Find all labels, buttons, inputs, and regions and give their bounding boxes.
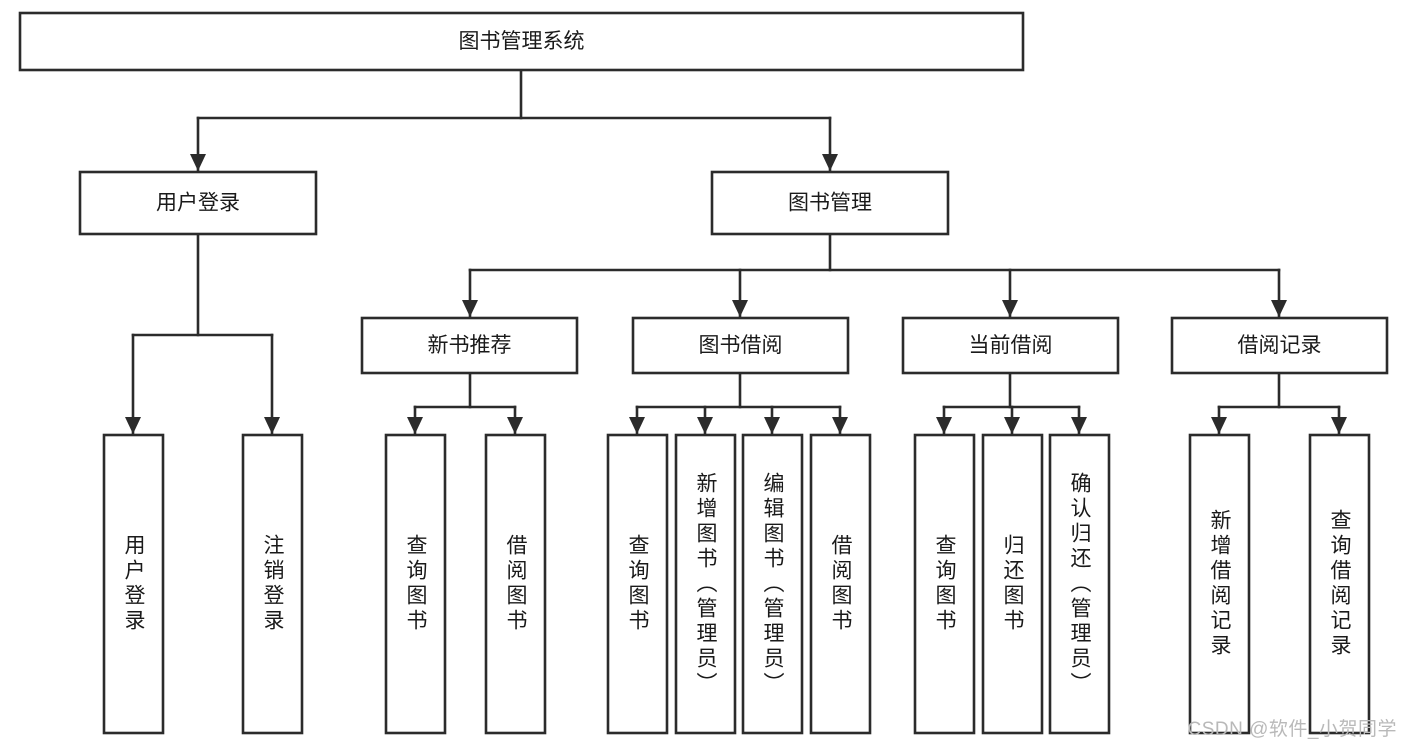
- watermark-text: CSDN @软件_小贺同学: [1187, 719, 1397, 740]
- node-box-leaf-10[interactable]: [1048, 433, 1111, 735]
- arrow-head-icon-leaf-6: [764, 417, 780, 434]
- node-box-leaf-4[interactable]: [606, 433, 669, 735]
- arrow-head-icon-level2-0: [190, 154, 206, 171]
- arrow-head-icon-leaf-9: [1004, 417, 1020, 434]
- node-label-level2-1: 图书管理: [788, 192, 872, 215]
- arrow-head-icon-level3-0: [462, 300, 478, 317]
- node-box-leaf-0[interactable]: [102, 433, 165, 735]
- node-box-leaf-3[interactable]: [484, 433, 547, 735]
- arrow-head-icon-leaf-1: [264, 417, 280, 434]
- arrow-head-icon-leaf-7: [832, 417, 848, 434]
- arrow-head-icon-level3-1: [732, 300, 748, 317]
- arrow-head-icon-leaf-3: [507, 417, 523, 434]
- node-label-level3-3: 借阅记录: [1238, 334, 1322, 357]
- arrow-head-icon-level2-1: [822, 154, 838, 171]
- arrow-head-icon-leaf-4: [629, 417, 645, 434]
- arrow-head-icon-leaf-5: [697, 417, 713, 434]
- node-box-leaf-9[interactable]: [981, 433, 1044, 735]
- node-label-root: 图书管理系统: [459, 30, 585, 53]
- node-box-leaf-1[interactable]: [241, 433, 304, 735]
- arrow-head-icon-leaf-11: [1211, 417, 1227, 434]
- arrow-head-icon-leaf-2: [407, 417, 423, 434]
- arrow-head-icon-leaf-10: [1071, 417, 1087, 434]
- arrow-head-icon-level3-2: [1002, 300, 1018, 317]
- node-box-level3-1[interactable]: [631, 316, 850, 375]
- arrow-head-icon-leaf-8: [936, 417, 952, 434]
- arrow-head-icon-level3-3: [1271, 300, 1287, 317]
- node-label-level3-1: 图书借阅: [699, 334, 783, 357]
- boxes-layer: [18, 11, 1389, 735]
- node-box-leaf-11[interactable]: [1188, 433, 1251, 735]
- node-box-leaf-8[interactable]: [913, 433, 976, 735]
- node-box-root[interactable]: [18, 11, 1025, 72]
- node-box-leaf-12[interactable]: [1308, 433, 1371, 735]
- node-box-leaf-2[interactable]: [384, 433, 447, 735]
- node-label-level3-2: 当前借阅: [969, 334, 1053, 357]
- connectors-layer: [125, 68, 1347, 436]
- node-box-level3-2[interactable]: [901, 316, 1120, 375]
- node-box-level2-0[interactable]: [78, 170, 318, 236]
- node-box-leaf-6[interactable]: [741, 433, 804, 735]
- node-box-level2-1[interactable]: [710, 170, 950, 236]
- node-label-level3-0: 新书推荐: [428, 334, 512, 357]
- node-label-level2-0: 用户登录: [156, 192, 240, 215]
- node-box-leaf-7[interactable]: [809, 433, 872, 735]
- node-box-level3-0[interactable]: [360, 316, 579, 375]
- arrow-head-icon-leaf-12: [1331, 417, 1347, 434]
- node-box-level3-3[interactable]: [1170, 316, 1389, 375]
- arrow-head-icon-leaf-0: [125, 417, 141, 434]
- node-box-leaf-5[interactable]: [674, 433, 737, 735]
